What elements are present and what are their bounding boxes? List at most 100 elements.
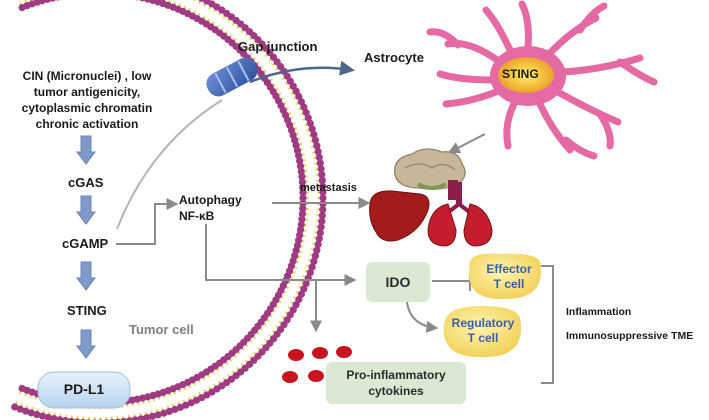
lipid-head	[304, 114, 312, 122]
cgamp-label: cGAMP	[62, 236, 109, 251]
lungs-illustration	[427, 182, 493, 247]
astrocyte-process	[596, 110, 614, 150]
lipid-head	[176, 403, 184, 411]
lipid-head	[128, 396, 136, 404]
nfkb-to-ido-arrow	[205, 224, 357, 286]
lipid-head	[310, 257, 318, 266]
red-blood-cells	[282, 346, 352, 383]
ido-box	[366, 262, 430, 302]
trigger-line-4: chronic activation	[35, 117, 139, 131]
lipid-head	[165, 407, 173, 415]
lipid-head	[308, 263, 316, 271]
cell-membrane	[11, 0, 327, 420]
lipid-head	[131, 416, 139, 420]
lipid-head	[137, 415, 145, 420]
cytokines-box	[326, 362, 466, 404]
regulatory-line-2: T cell	[467, 331, 499, 345]
nfkb-label: NF-κB	[179, 209, 215, 223]
lipid-head	[148, 412, 157, 420]
liver-illustration	[369, 190, 430, 242]
lipid-head	[22, 407, 30, 415]
arrow-cgas-to-cgamp	[76, 195, 96, 225]
lipid-head	[318, 171, 326, 179]
gap-to-astrocyte-arrow	[249, 60, 355, 84]
lipid-head	[314, 240, 322, 249]
astrocyte-label: Astrocyte	[364, 50, 424, 65]
effector-line-1: Effector	[486, 262, 532, 276]
lipid-head	[318, 217, 326, 225]
lipid-head	[154, 411, 162, 419]
lipid-head	[315, 235, 323, 243]
lipid-head	[171, 405, 179, 414]
metastasis-label: metastasis	[300, 182, 357, 194]
lipid-head	[49, 0, 56, 2]
lipid-head	[297, 220, 305, 229]
ido-to-treg-arrow	[406, 301, 439, 333]
astrocyte-process	[482, 6, 514, 54]
tumor-cell-label: Tumor cell	[129, 322, 194, 337]
lipid-head	[143, 414, 151, 420]
cgamp-to-autophagy-arrow	[116, 198, 179, 245]
lipid-head	[317, 165, 325, 173]
lipid-head	[298, 215, 306, 223]
lipid-head	[298, 178, 306, 186]
lipid-head	[308, 125, 316, 133]
lipid-head	[298, 173, 306, 181]
gap-junction-channel	[206, 57, 258, 97]
lipid-head	[50, 415, 58, 420]
autophagy-label: Autophagy	[179, 193, 242, 207]
astrocyte-process	[562, 136, 598, 160]
trigger-text: CIN (Micronuclei) , low tumor antigenici…	[8, 68, 166, 132]
cytokines-line-2: cytokines	[368, 384, 424, 398]
arrow-cgamp-to-sting	[76, 261, 96, 291]
ido-inhibits-effector	[432, 271, 471, 291]
lipid-head	[315, 153, 323, 161]
lipid-head	[38, 0, 46, 5]
astrocyte-process	[544, 14, 600, 59]
astrocyte-to-brain-arrow	[447, 133, 486, 154]
brain-illustration	[394, 148, 466, 200]
regulatory-tcell-shape	[443, 306, 522, 358]
lipid-head	[43, 0, 51, 3]
astrocyte-process	[426, 28, 462, 49]
lipid-head	[313, 246, 321, 254]
lipid-head	[318, 176, 326, 185]
cytokines-label: Pro-inflammatory cytokines	[326, 367, 466, 399]
lipid-head	[316, 159, 324, 167]
lipid-head	[67, 417, 75, 420]
lipid-head	[319, 182, 327, 190]
lipid-head	[318, 211, 326, 220]
effector-tcell-label: Effector T cell	[476, 262, 542, 292]
astrocyte-process	[576, 2, 608, 34]
trigger-line-1: CIN (Micronuclei) , low	[22, 69, 152, 83]
lipid-head	[299, 194, 307, 202]
lipid-head	[298, 210, 306, 218]
pdl1-box	[37, 371, 131, 409]
lipid-head	[61, 417, 69, 420]
pathway-arrows	[76, 135, 96, 359]
lipid-head	[299, 183, 307, 191]
lipid-head	[311, 136, 320, 144]
lipid-head	[297, 167, 305, 176]
lipid-head	[302, 108, 310, 117]
lipid-head	[55, 0, 60, 1]
lipid-head	[27, 409, 35, 417]
cgamp-to-gap-arc	[116, 99, 223, 230]
astrocyte-process	[436, 70, 496, 84]
trigger-line-2: tumor antigenicity,	[33, 85, 141, 99]
lipid-head	[33, 410, 41, 419]
lipid-head	[306, 269, 314, 277]
connector-arrows	[116, 133, 486, 333]
gap-junction-label: Gap junction	[238, 39, 318, 54]
effector-line-2: T cell	[493, 277, 525, 291]
lipid-head	[18, 384, 26, 393]
arrow-trigger-to-cgas	[76, 135, 96, 165]
lipid-head	[319, 188, 327, 196]
inflammation-label: Inflammation	[566, 306, 632, 318]
lipid-tail	[193, 0, 196, 2]
astrocyte-process	[558, 54, 644, 76]
arrow-sting-to-pdl1	[76, 329, 96, 359]
astrocyte-process	[503, 100, 518, 150]
